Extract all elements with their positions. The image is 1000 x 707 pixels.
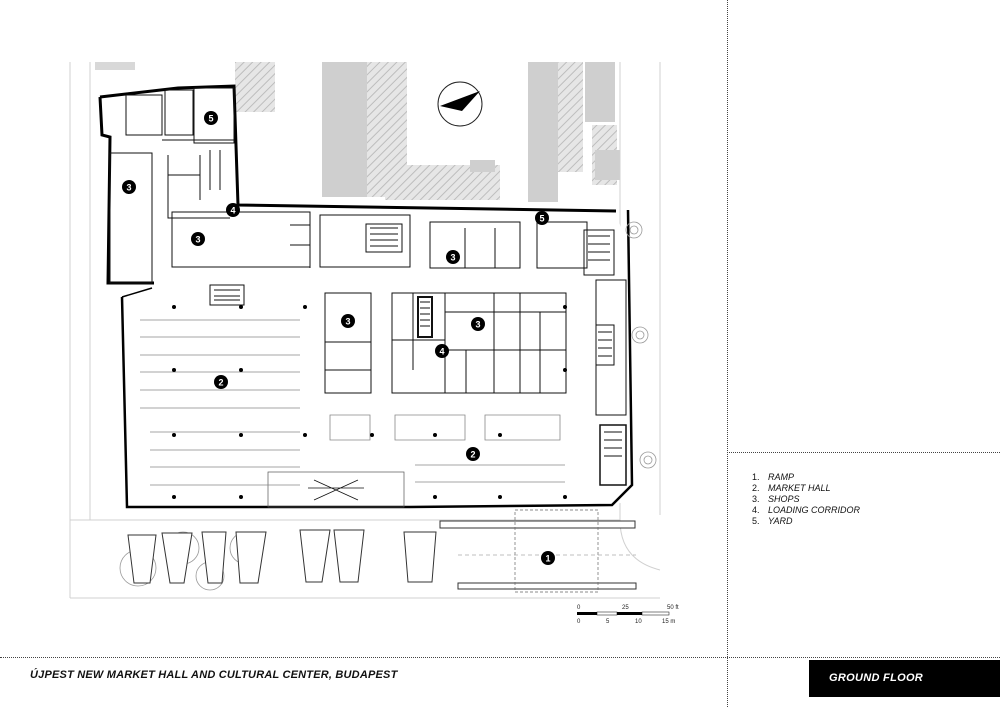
marker-shops: 3 (191, 232, 205, 246)
frame-divider-vertical (727, 0, 728, 707)
legend-item: 1.RAMP (752, 472, 795, 482)
frame-divider-title (0, 657, 1000, 658)
marker-shops: 3 (122, 180, 136, 194)
svg-text:25: 25 (622, 605, 629, 611)
svg-text:50 ft: 50 ft (667, 605, 679, 611)
marker-market-hall: 2 (466, 447, 480, 461)
svg-text:0: 0 (577, 605, 581, 611)
svg-text:3: 3 (345, 317, 350, 327)
frame-divider-legend (727, 452, 1000, 453)
markers: 5 5 3 3 3 3 3 4 4 2 2 1 (122, 111, 555, 565)
marker-shops: 3 (471, 317, 485, 331)
marker-market-hall: 2 (214, 375, 228, 389)
column-dots (172, 305, 567, 499)
svg-text:3: 3 (195, 235, 200, 245)
legend: 1.RAMP 2.MARKET HALL 3.SHOPS 4.LOADING C… (752, 472, 860, 527)
svg-text:15 m: 15 m (662, 619, 675, 625)
marker-yard: 5 (535, 211, 549, 225)
interior-rooms (109, 87, 627, 508)
svg-text:4: 4 (230, 206, 235, 216)
svg-text:0: 0 (577, 619, 581, 625)
svg-text:1: 1 (545, 554, 550, 564)
legend-item: 3.SHOPS (752, 494, 800, 504)
marker-ramp: 1 (541, 551, 555, 565)
svg-text:10: 10 (635, 619, 642, 625)
planters (127, 529, 437, 584)
legend-item: 2.MARKET HALL (752, 483, 831, 493)
street-lines (69, 62, 661, 599)
svg-text:3: 3 (450, 253, 455, 263)
svg-text:4: 4 (439, 347, 444, 357)
floor-label: GROUND FLOOR (829, 672, 924, 684)
context-buildings (95, 62, 620, 202)
svg-text:5: 5 (606, 619, 610, 625)
marker-shops: 3 (446, 250, 460, 264)
drawing-title: ÚJPEST NEW MARKET HALL AND CULTURAL CENT… (30, 669, 398, 681)
svg-text:3: 3 (475, 320, 480, 330)
svg-text:2: 2 (218, 378, 223, 388)
marker-loading-corridor: 4 (435, 344, 449, 358)
market-stalls (140, 319, 565, 486)
floor-label-box: GROUND FLOOR (809, 660, 1000, 697)
legend-item: 4.LOADING CORRIDOR (752, 505, 861, 515)
svg-text:5: 5 (208, 114, 213, 124)
ramp (439, 509, 637, 593)
north-arrow-icon (437, 81, 483, 127)
svg-text:2: 2 (470, 450, 475, 460)
marker-loading-corridor: 4 (226, 203, 240, 217)
svg-text:5: 5 (539, 214, 544, 224)
legend-item: 5.YARD (752, 516, 793, 526)
svg-text:3: 3 (126, 183, 131, 193)
scale-bar: 0 25 50 ft 0 5 10 15 m (577, 605, 679, 625)
marker-yard: 5 (204, 111, 218, 125)
marker-shops: 3 (341, 314, 355, 328)
